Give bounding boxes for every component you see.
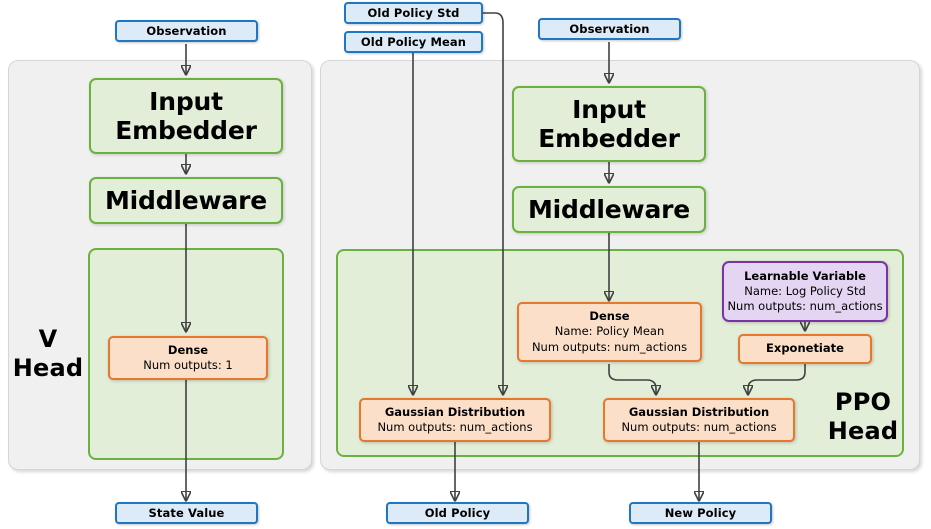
- ppo-head-caption-line1: PPO: [834, 388, 892, 416]
- output-state-value-label: State Value: [148, 506, 225, 520]
- v-head-dense-block[interactable]: Dense Num outputs: 1: [108, 336, 268, 380]
- v-head-caption-line1: V: [38, 325, 58, 353]
- ppo-head-exponetiate-label: Exponetiate: [766, 341, 844, 356]
- v-head-caption: V Head: [12, 325, 84, 384]
- input-observation-ppo-label: Observation: [569, 22, 650, 36]
- v-head-middleware-label: Middleware: [104, 186, 267, 215]
- ppo-head-gaussian-new-title: Gaussian Distribution: [628, 404, 770, 419]
- ppo-head-input-embedder-label: Input Embedder: [538, 95, 680, 153]
- ppo-head-middleware-label: Middleware: [527, 195, 690, 224]
- output-old-policy[interactable]: Old Policy: [386, 502, 529, 524]
- ppo-head-gaussian-new-num-outputs: Num outputs: num_actions: [621, 420, 777, 434]
- ppo-head-learnable-variable-title: Learnable Variable: [744, 268, 866, 283]
- ppo-head-learnable-variable-name: Name: Log Policy Std: [744, 283, 866, 298]
- output-old-policy-label: Old Policy: [424, 506, 491, 520]
- input-old-policy-mean[interactable]: Old Policy Mean: [344, 31, 483, 53]
- ppo-head-dense-title: Dense: [589, 309, 630, 324]
- ppo-head-exponetiate[interactable]: Exponetiate: [738, 334, 872, 364]
- ppo-head-dense-name: Name: Policy Mean: [554, 324, 665, 339]
- input-observation-v-label: Observation: [146, 24, 227, 38]
- ppo-head-dense-num-outputs: Num outputs: num_actions: [531, 339, 688, 354]
- ppo-head-gaussian-old-num-outputs: Num outputs: num_actions: [377, 420, 533, 434]
- ppo-head-gaussian-old-title: Gaussian Distribution: [384, 404, 526, 419]
- ppo-head-caption: PPO Head: [818, 388, 908, 447]
- v-head-dense-num-outputs: Num outputs: 1: [143, 358, 233, 372]
- input-old-policy-mean-label: Old Policy Mean: [360, 35, 467, 49]
- v-head-caption-line2: Head: [12, 354, 84, 383]
- v-head-dense-title: Dense: [167, 342, 209, 357]
- ppo-head-gaussian-new-policy[interactable]: Gaussian Distribution Num outputs: num_a…: [603, 398, 795, 442]
- input-old-policy-std[interactable]: Old Policy Std: [344, 2, 483, 24]
- ppo-head-gaussian-old-policy[interactable]: Gaussian Distribution Num outputs: num_a…: [359, 398, 551, 442]
- output-new-policy[interactable]: New Policy: [629, 502, 772, 524]
- output-state-value[interactable]: State Value: [115, 502, 258, 524]
- output-new-policy-label: New Policy: [664, 506, 737, 520]
- v-head-input-embedder[interactable]: Input Embedder: [89, 78, 283, 154]
- ppo-head-middleware[interactable]: Middleware: [512, 186, 706, 233]
- ppo-head-caption-line2: Head: [827, 417, 899, 446]
- input-old-policy-std-label: Old Policy Std: [367, 6, 460, 20]
- ppo-head-learnable-variable-num-outputs: Num outputs: num_actions: [727, 299, 883, 314]
- ppo-head-dense-policy-mean[interactable]: Dense Name: Policy Mean Num outputs: num…: [517, 302, 702, 362]
- v-head-input-embedder-label: Input Embedder: [115, 87, 257, 145]
- ppo-head-input-embedder[interactable]: Input Embedder: [512, 86, 706, 162]
- input-observation-ppo[interactable]: Observation: [538, 18, 681, 40]
- ppo-head-learnable-variable[interactable]: Learnable Variable Name: Log Policy Std …: [722, 261, 888, 322]
- input-observation-v[interactable]: Observation: [115, 20, 258, 42]
- v-head-middleware[interactable]: Middleware: [89, 177, 283, 224]
